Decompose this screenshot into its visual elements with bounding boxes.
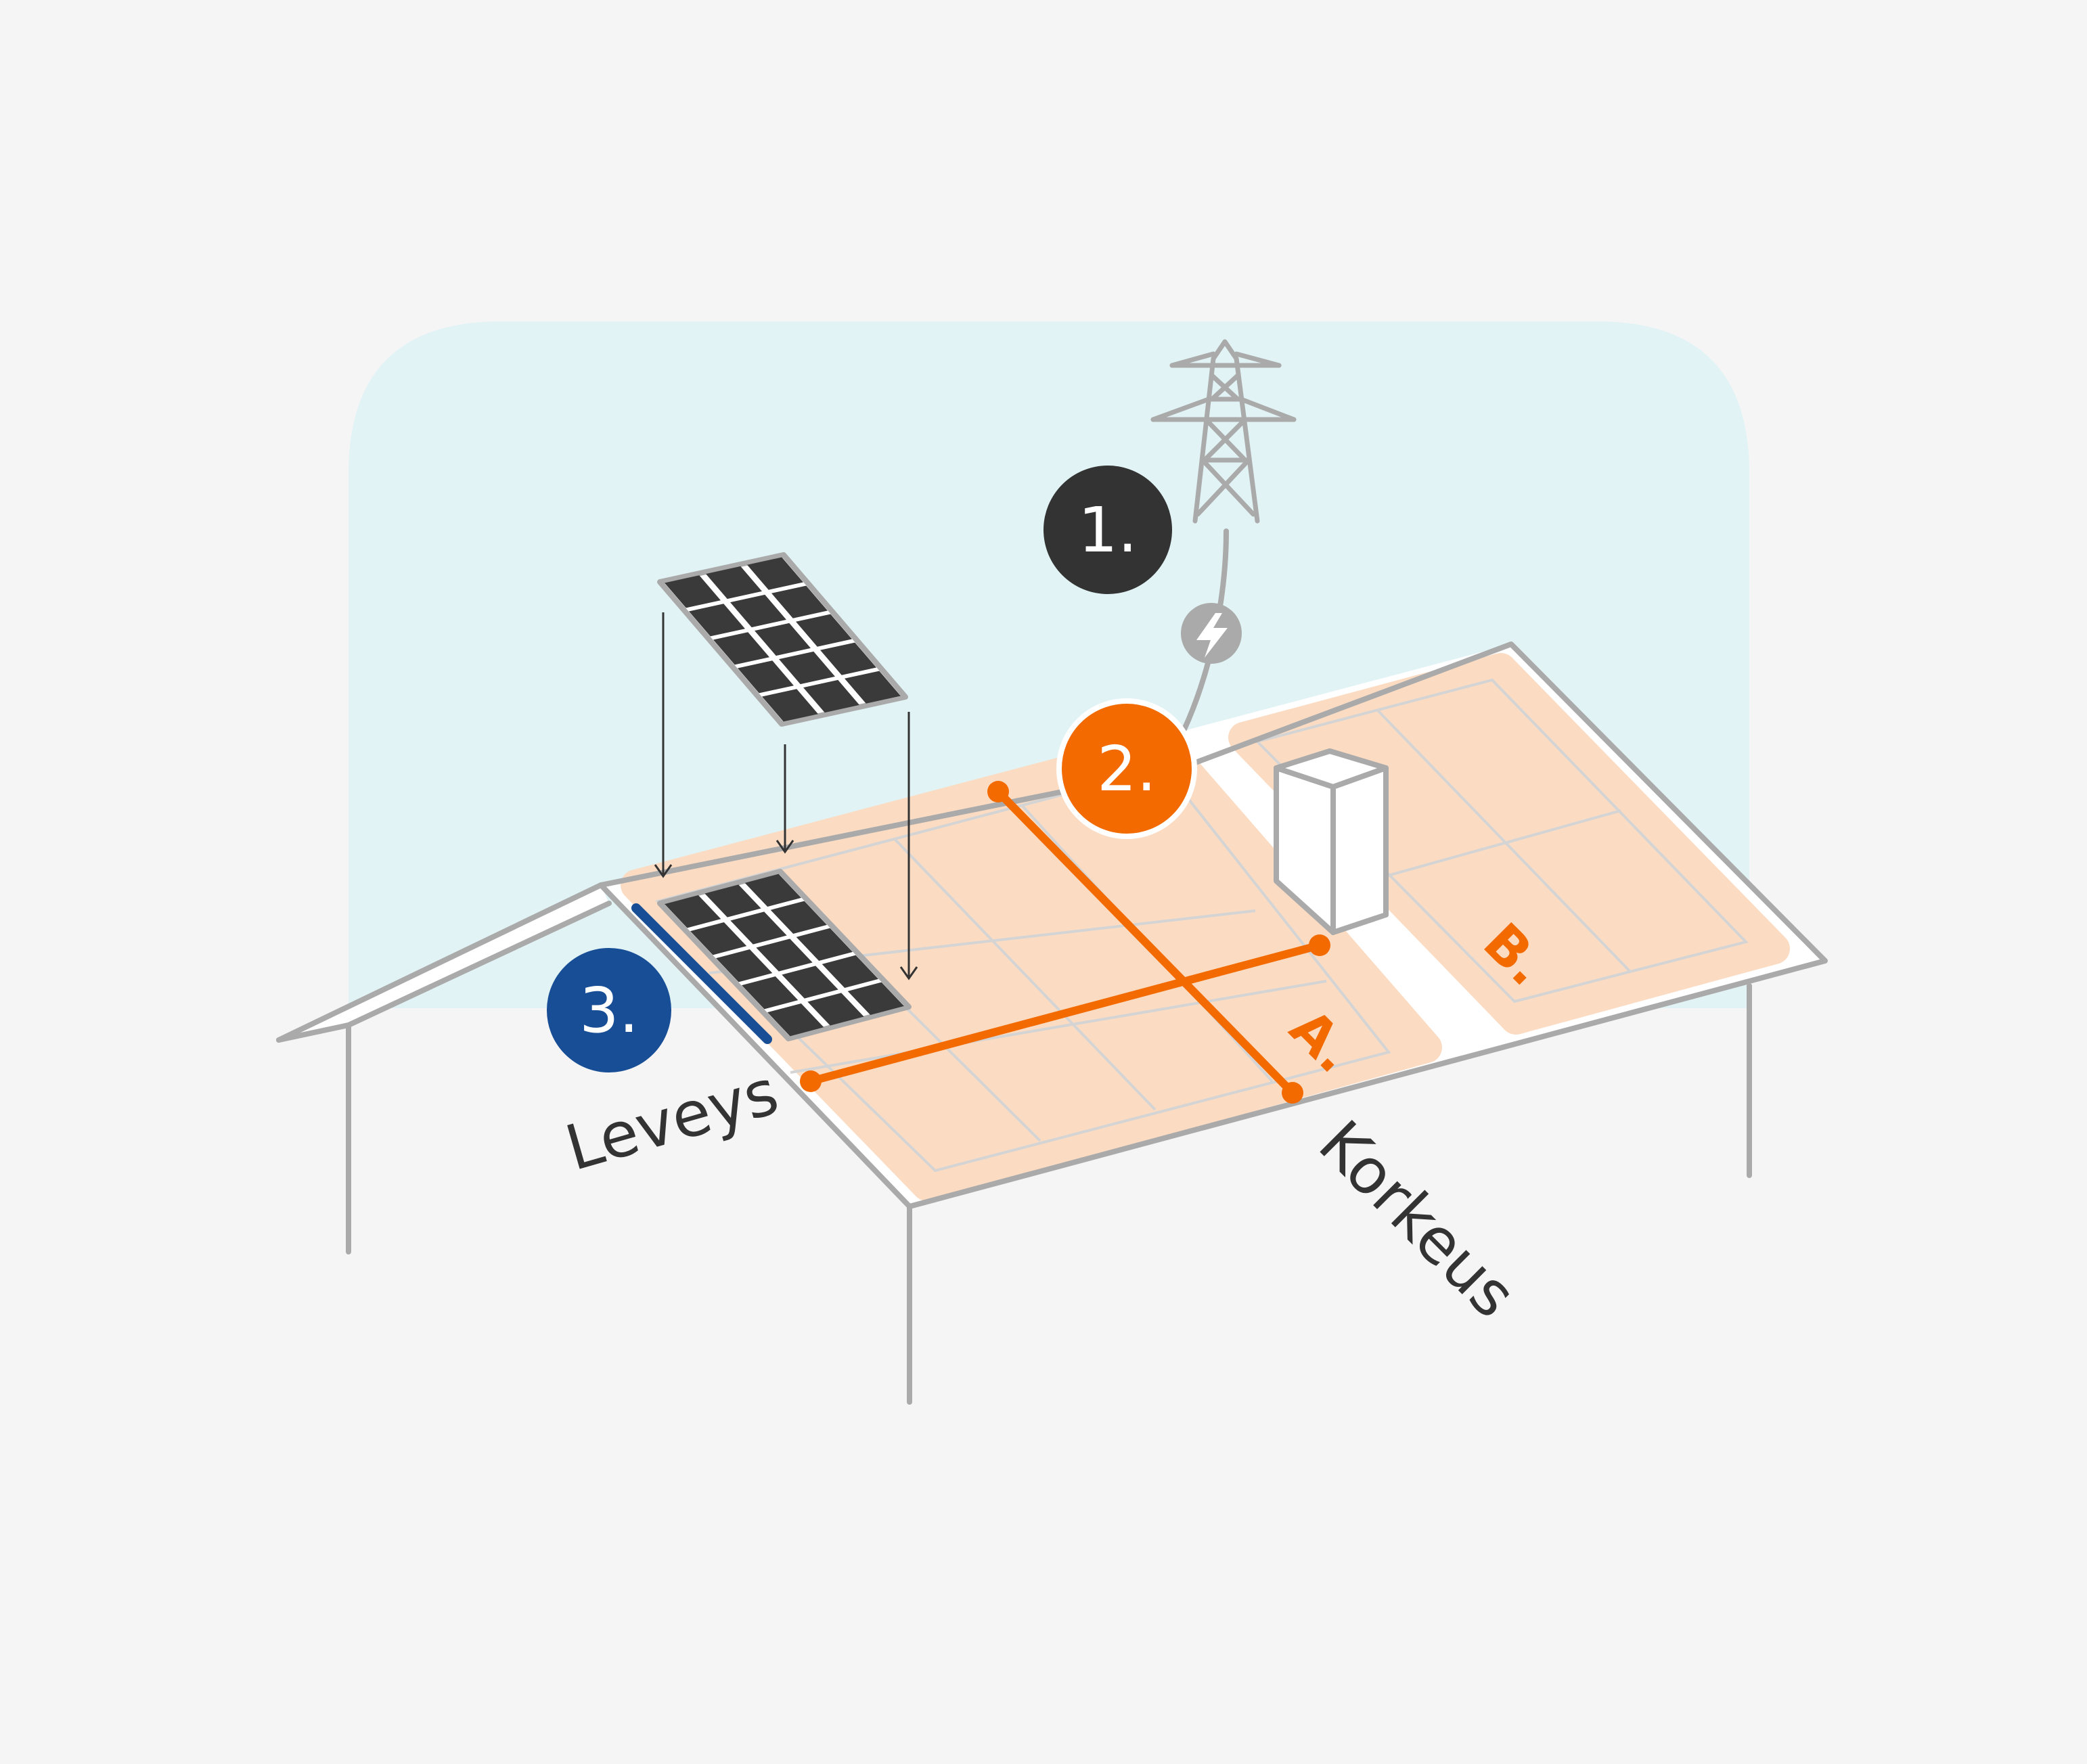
solar-panel-cell: [762, 689, 818, 722]
solar-panel-cell: [713, 632, 769, 665]
drop-arrows: [654, 612, 918, 980]
solar-panel-icon: [657, 552, 908, 727]
solar-panel-cell: [689, 604, 745, 637]
solar-panel-cell: [796, 614, 852, 647]
solar-panel-cell: [730, 911, 787, 945]
step-1-label: 1.: [1078, 494, 1138, 566]
solar-panel-cell: [665, 575, 721, 608]
solar-panel-cell: [820, 642, 876, 675]
roof-outline: [276, 641, 1828, 1405]
step-badge-1: 1.: [1044, 466, 1172, 594]
solar-panel-cell: [807, 993, 864, 1026]
solar-panel-cell: [755, 623, 811, 656]
solar-panel-cell: [770, 901, 827, 934]
width-dimension-line: [807, 941, 1324, 1085]
solar-panel-cell: [767, 1003, 824, 1037]
roof-area-b: [1228, 653, 1790, 1035]
step-3-label: 3.: [579, 974, 639, 1047]
height-dimension-line: [994, 788, 1297, 1097]
power-pylon-icon: [1150, 339, 1297, 524]
solar-panel-cell: [706, 566, 762, 600]
solar-panel-cell: [704, 884, 761, 918]
solar-panel-cell: [803, 679, 859, 713]
solar-panel-cell: [796, 928, 853, 962]
solar-panel-cell: [747, 557, 803, 590]
step-badge-3: 3.: [547, 948, 671, 1072]
dimension-lines: [807, 788, 1324, 1097]
solar-panel-cell: [847, 982, 904, 1016]
solar-panel-cell: [845, 671, 901, 704]
solar-panel-cell: [716, 949, 773, 982]
solar-panel-cell: [744, 874, 801, 907]
dimension-endpoints: [800, 781, 1330, 1104]
solar-panel-cell: [742, 976, 799, 1010]
solar-panel-cell: [690, 922, 747, 955]
solar-panel-cell: [730, 594, 786, 628]
solar-panel-cell: [771, 585, 828, 618]
solar-panel-icon: [657, 869, 912, 1041]
height-label: Korkeus: [1305, 1107, 1529, 1332]
solar-panel-cell: [665, 895, 721, 928]
solar-panel-cell: [779, 651, 835, 685]
step-badge-2: 2.: [1056, 698, 1197, 839]
chimney-icon: [1274, 748, 1389, 935]
lightning-bolt-icon: [1181, 603, 1242, 664]
width-marker-line: [631, 903, 772, 1044]
solar-panel-cell: [738, 660, 794, 694]
solar-panel-cell: [756, 938, 813, 972]
solar-panel-cell: [822, 955, 878, 989]
width-label: Leveys: [558, 1056, 786, 1185]
step-2-label: 2.: [1097, 733, 1157, 805]
solar-panel-cell: [782, 966, 838, 999]
